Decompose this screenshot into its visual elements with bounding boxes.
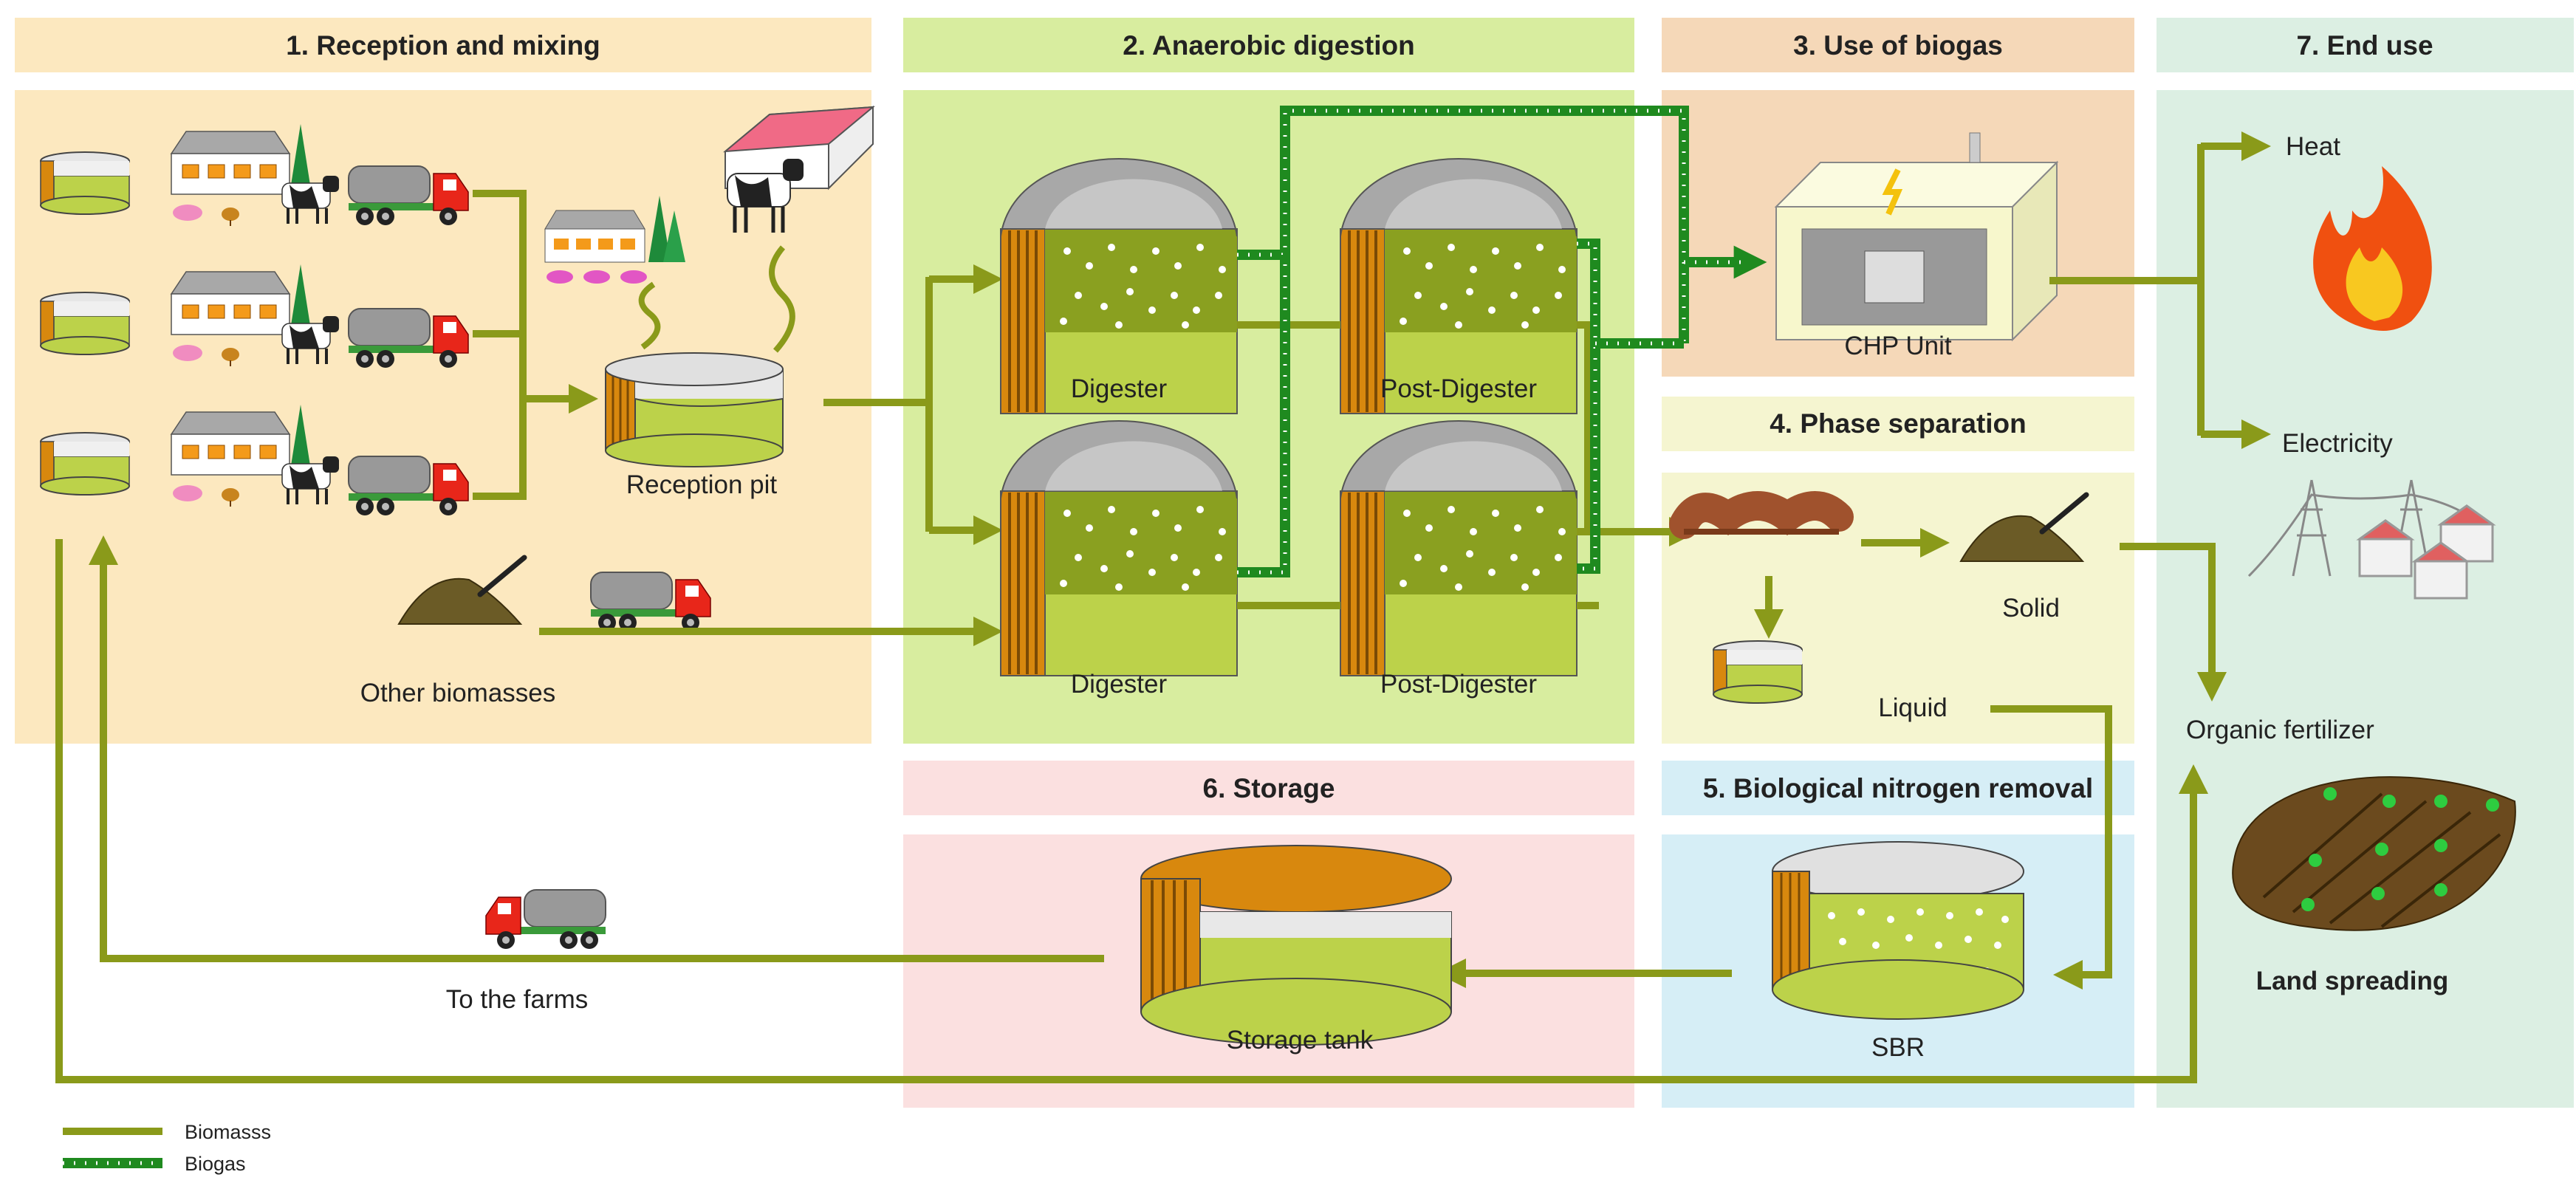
legend: Biomasss Biogas xyxy=(63,1121,271,1175)
pit-to-digester-lines xyxy=(539,264,1003,646)
reception-title: 1. Reception and mixing xyxy=(286,30,600,61)
digestion-header xyxy=(903,18,1634,72)
post-digester-top-label: Post-Digester xyxy=(1380,374,1537,403)
electricity-label: Electricity xyxy=(2282,429,2393,458)
sbr-label: SBR xyxy=(1871,1033,1925,1062)
pit-feed-pipes xyxy=(638,245,795,353)
cow-herd xyxy=(727,159,804,233)
digester-bottom-label: Digester xyxy=(1071,670,1168,699)
reception-pit-tank xyxy=(604,352,784,468)
return-to-farms-line xyxy=(89,535,1104,962)
fertilizer-loop-line xyxy=(55,539,2208,1083)
biogas-lines xyxy=(1237,106,1767,577)
storage-tank xyxy=(1140,845,1452,1046)
solid-to-fertilizer-line xyxy=(2120,543,2227,702)
heat-label: Heat xyxy=(2286,132,2340,161)
storage-tank-label: Storage tank xyxy=(1227,1026,1374,1055)
sbr-tank xyxy=(1772,841,2024,1020)
storage-title: 6. Storage xyxy=(1203,773,1335,803)
digester-biomass-lines xyxy=(1237,321,1699,609)
digester-top-label: Digester xyxy=(1071,374,1168,403)
biomass-flow-lines xyxy=(473,190,598,500)
liquid-label: Liquid xyxy=(1878,693,1947,722)
liquid-tank xyxy=(1713,640,1803,704)
legend-biomass-label: Biomasss xyxy=(185,1121,271,1143)
phase-sep-header xyxy=(1662,397,2134,451)
biogas-use-title: 3. Use of biogas xyxy=(1793,30,2003,61)
solid-label: Solid xyxy=(2002,594,2060,623)
reception-pit-label: Reception pit xyxy=(626,470,778,499)
chp-unit-icon xyxy=(1774,132,2059,342)
organic-fertilizer-label: Organic fertilizer xyxy=(2186,716,2374,744)
biogas-use-header xyxy=(1662,18,2134,72)
separator-flow-lines xyxy=(1754,528,1950,639)
return-truck xyxy=(485,889,606,950)
chp-unit-label: CHP Unit xyxy=(1844,332,1952,360)
small-farm xyxy=(544,196,685,284)
reception-header xyxy=(15,18,871,72)
end-use-header xyxy=(2157,18,2574,72)
other-biomasses-label: Other biomasses xyxy=(360,679,556,707)
to-the-farms-label: To the farms xyxy=(446,985,589,1014)
power-grid-icon xyxy=(2247,479,2496,600)
land-spreading-label: Land spreading xyxy=(2256,967,2449,995)
phase-sep-title: 4. Phase separation xyxy=(1770,408,2027,439)
liquid-to-sbr-line xyxy=(1990,705,2112,990)
end-use-title: 7. End use xyxy=(2296,30,2433,61)
digester-bottom xyxy=(999,419,1239,677)
storage-header xyxy=(903,761,1634,815)
barn-icon xyxy=(722,105,876,191)
screw-separator-icon xyxy=(1669,491,1854,539)
post-digester-bottom xyxy=(1339,419,1578,677)
energy-lines xyxy=(2049,131,2271,449)
flame-icon xyxy=(2313,166,2432,331)
digestion-title: 2. Anaerobic digestion xyxy=(1123,30,1414,61)
legend-biogas-label: Biogas xyxy=(185,1153,246,1175)
field-icon xyxy=(2232,776,2516,931)
nitrogen-title: 5. Biological nitrogen removal xyxy=(1703,773,2093,803)
post-digester-bottom-label: Post-Digester xyxy=(1380,670,1537,699)
nitrogen-header xyxy=(1662,761,2134,815)
